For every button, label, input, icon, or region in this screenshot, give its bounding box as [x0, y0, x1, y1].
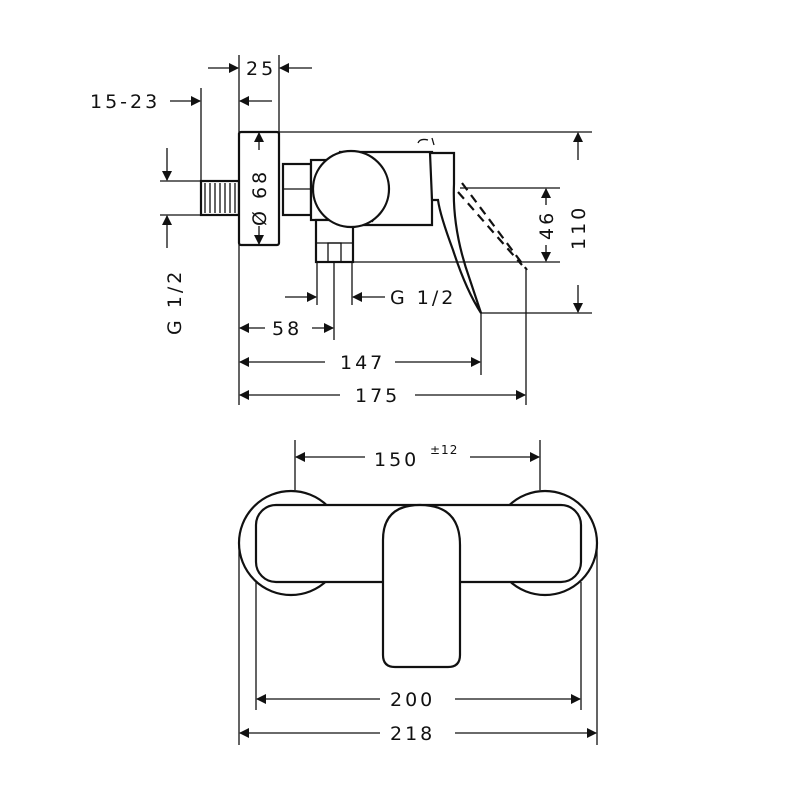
dim-110-label: 110 [568, 205, 590, 250]
dim-15-23-label: 15-23 [90, 91, 160, 113]
front-lever [381, 503, 462, 669]
front-view: 150 ±12 200 218 [237, 440, 599, 745]
lever-handle [428, 151, 483, 314]
dim-200-label: 200 [390, 689, 435, 711]
dim-diameter-68-label: Ø 68 [249, 169, 271, 226]
dim-25-label: 25 [246, 58, 276, 80]
dim-outlet-thread-label: G 1/2 [390, 287, 456, 309]
dim-218-label: 218 [390, 723, 435, 745]
side-view: 25 15-23 Ø 68 G 1/2 G 1/2 46 110 58 147 … [90, 55, 592, 407]
dim-inlet-thread-label: G 1/2 [164, 269, 186, 335]
dim-46-label: 46 [536, 210, 558, 240]
dim-175-label: 175 [355, 385, 400, 407]
lever-open-position [457, 191, 523, 266]
cartridge-cap [311, 149, 391, 229]
dim-150-label: 150 [374, 449, 419, 471]
dim-58-label: 58 [272, 318, 302, 340]
dim-150-tolerance-label: ±12 [430, 443, 458, 457]
dim-147-label: 147 [340, 352, 385, 374]
